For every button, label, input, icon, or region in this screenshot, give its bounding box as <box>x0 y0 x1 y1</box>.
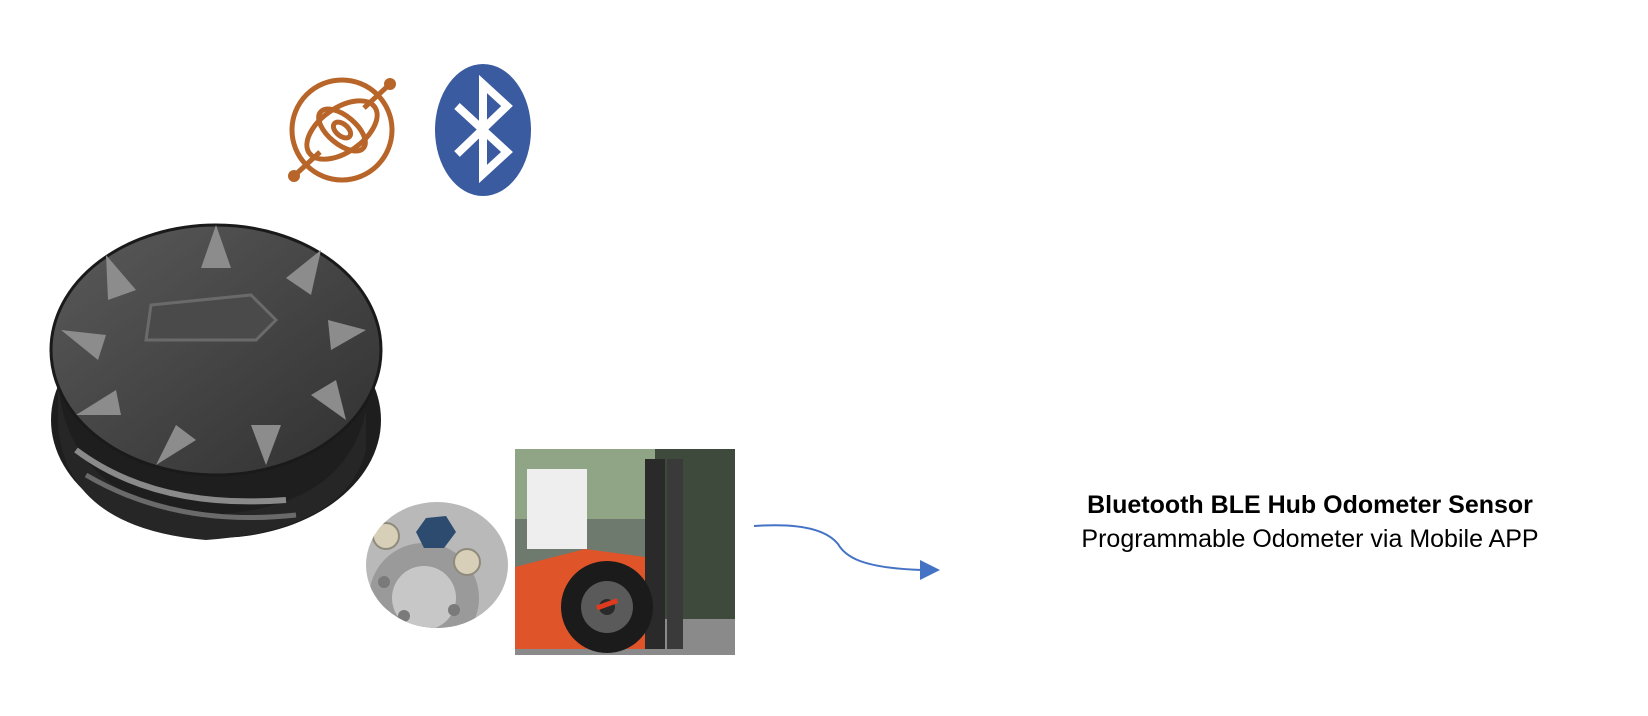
gyroscope-icon <box>288 77 396 183</box>
bluetooth-icon <box>435 64 531 196</box>
caption-title: Bluetooth BLE Hub Odometer Sensor <box>1087 491 1533 519</box>
hub-odometer-sensor-image <box>49 223 383 540</box>
caption-subtitle: Programmable Odometer via Mobile APP <box>1081 525 1539 553</box>
hub-closeup-image <box>366 502 508 628</box>
caption: Bluetooth BLE Hub Odometer Sensor Progra… <box>990 488 1630 556</box>
arrow-right-icon <box>753 524 940 580</box>
forklift-image <box>515 449 735 655</box>
